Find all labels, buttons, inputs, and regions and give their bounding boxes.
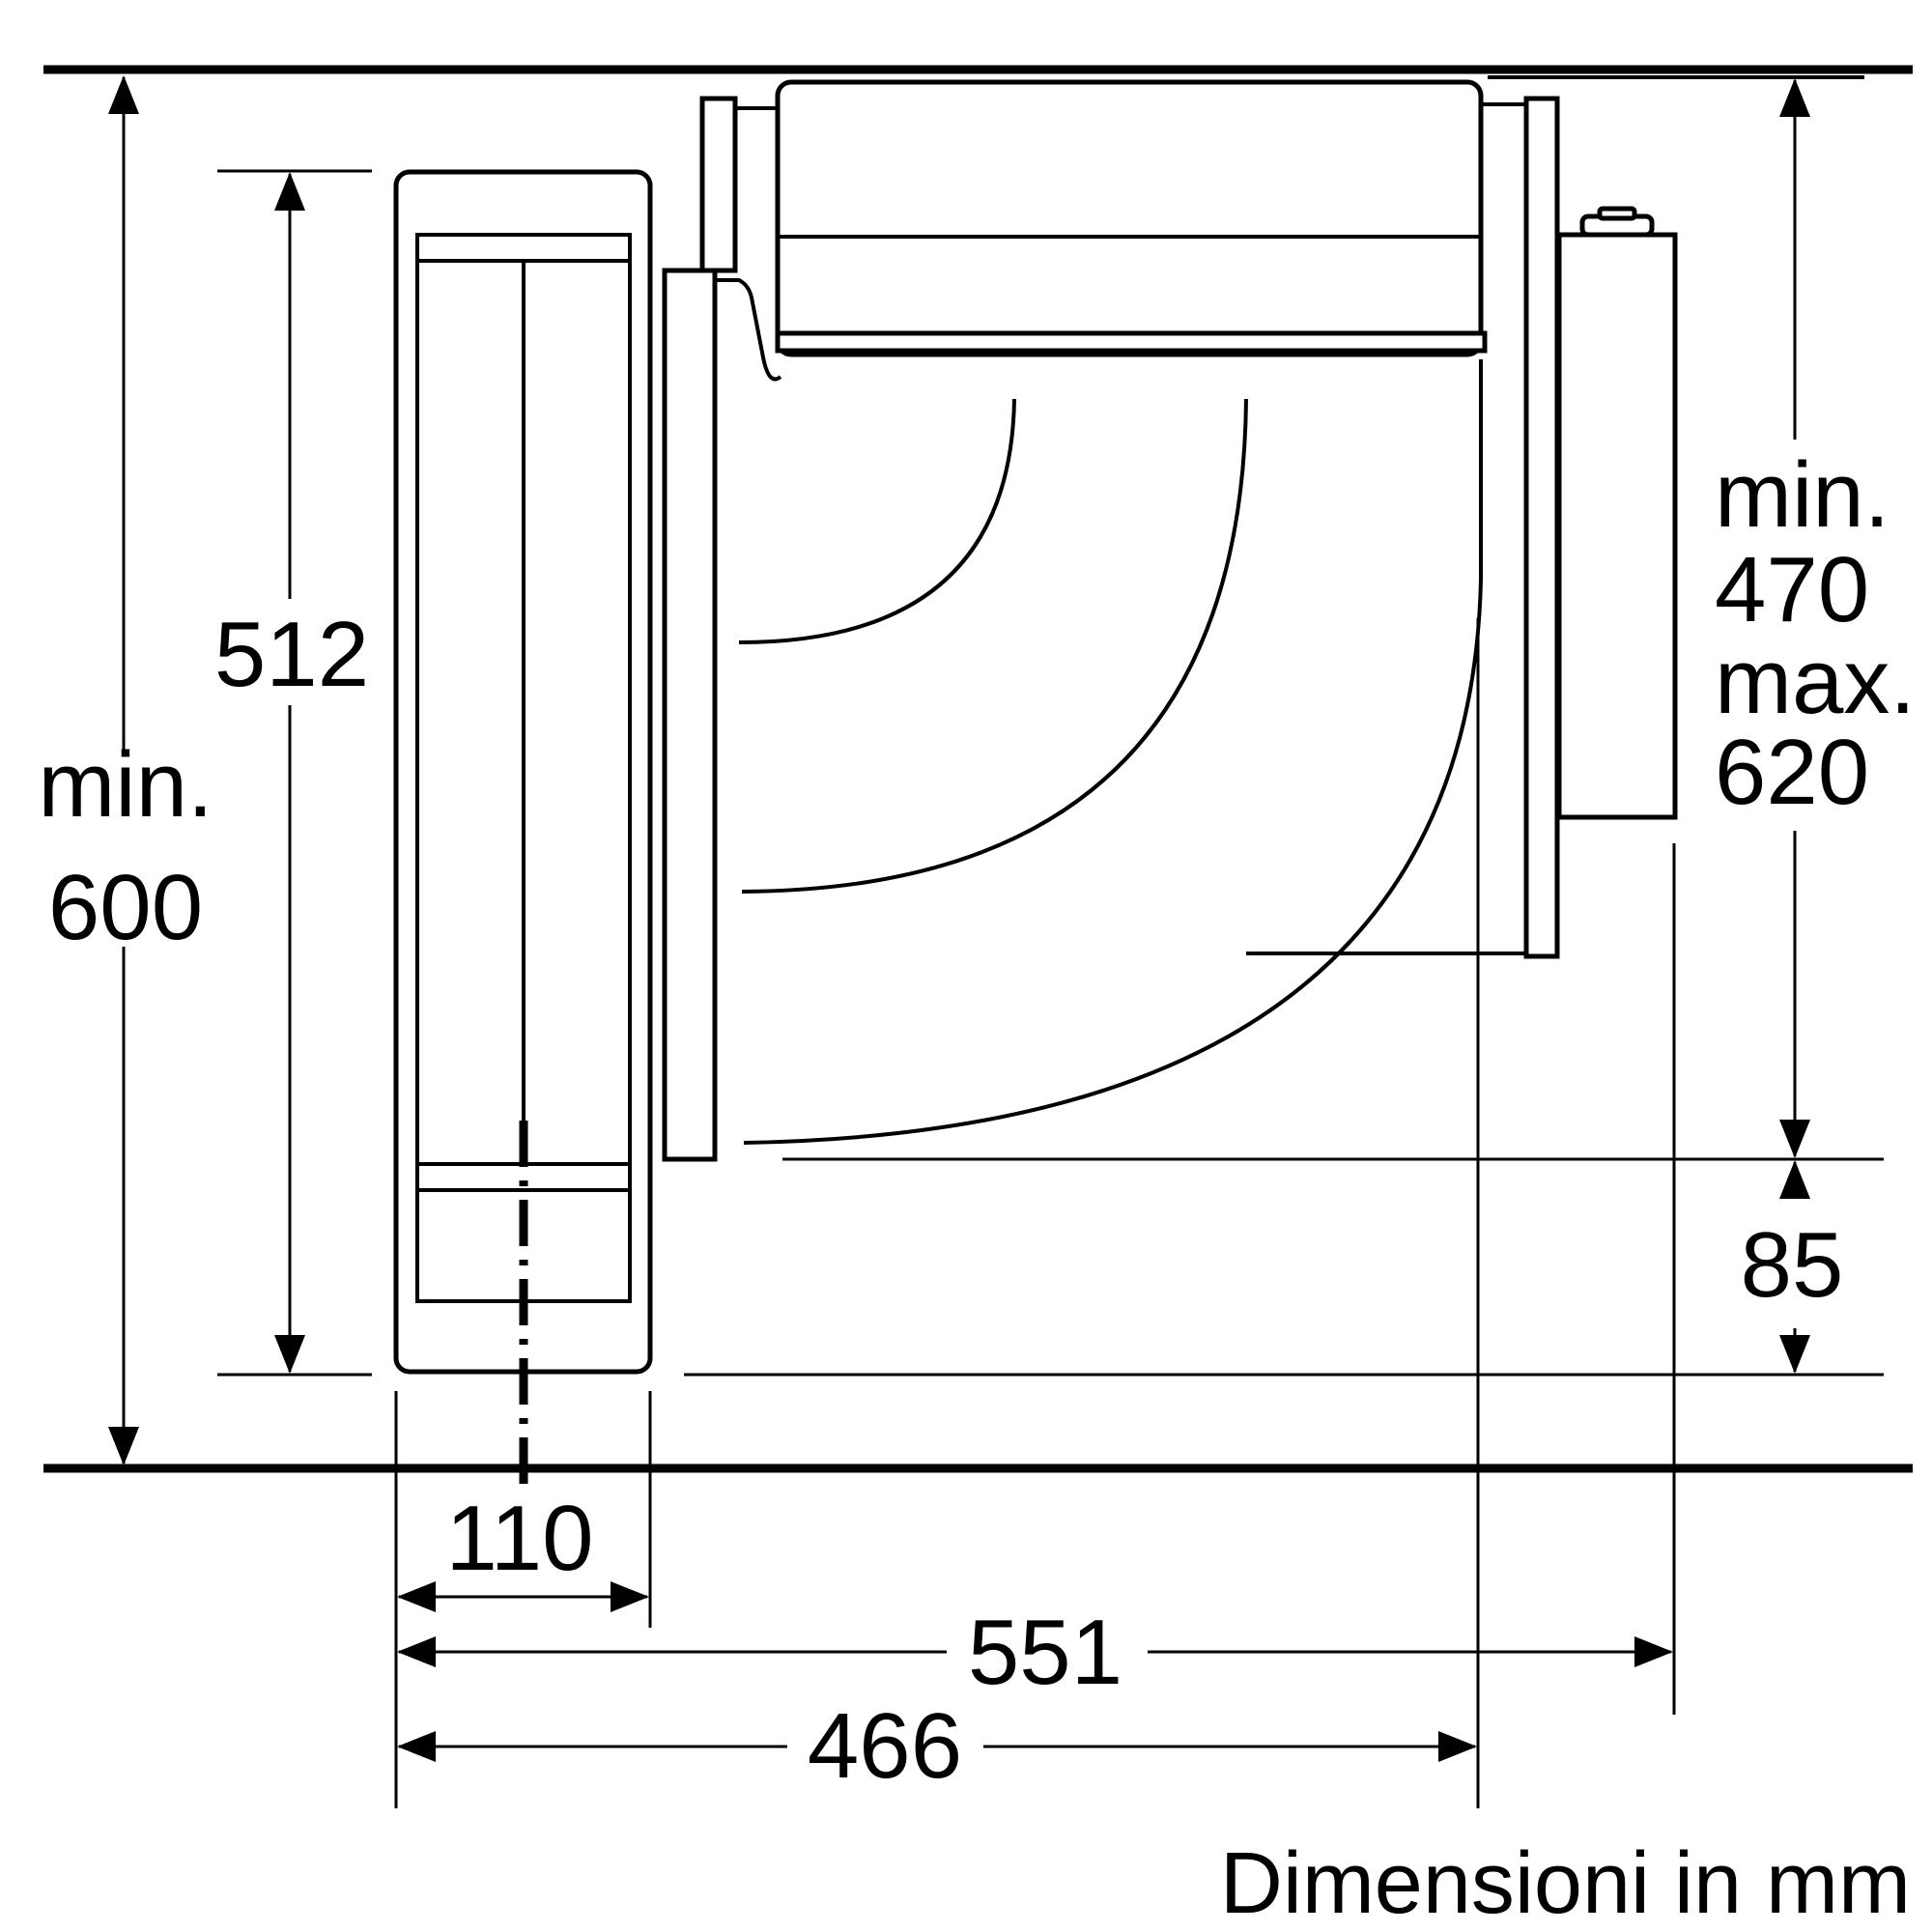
inner-depth-label: 466 bbox=[808, 1694, 962, 1798]
duct-height-label-line4: 620 bbox=[1715, 721, 1869, 824]
units-caption: Dimensioni in mm bbox=[1220, 1835, 1911, 1932]
duct-height-label-line3: max. bbox=[1715, 630, 1916, 733]
overall-depth-label: 551 bbox=[968, 1601, 1122, 1704]
duct-height-label-line2: 470 bbox=[1715, 538, 1869, 641]
bottom-offset-label: 85 bbox=[1741, 1213, 1844, 1317]
vertical-module bbox=[393, 169, 653, 1488]
module-height-label: 512 bbox=[214, 603, 369, 706]
total-height-label-line2: 600 bbox=[48, 856, 203, 959]
duct-unit bbox=[662, 75, 1864, 1162]
duct-height-label-line1: min. bbox=[1715, 443, 1889, 547]
module-depth-label: 110 bbox=[445, 1487, 593, 1590]
total-height-label-line1: min. bbox=[38, 733, 213, 837]
